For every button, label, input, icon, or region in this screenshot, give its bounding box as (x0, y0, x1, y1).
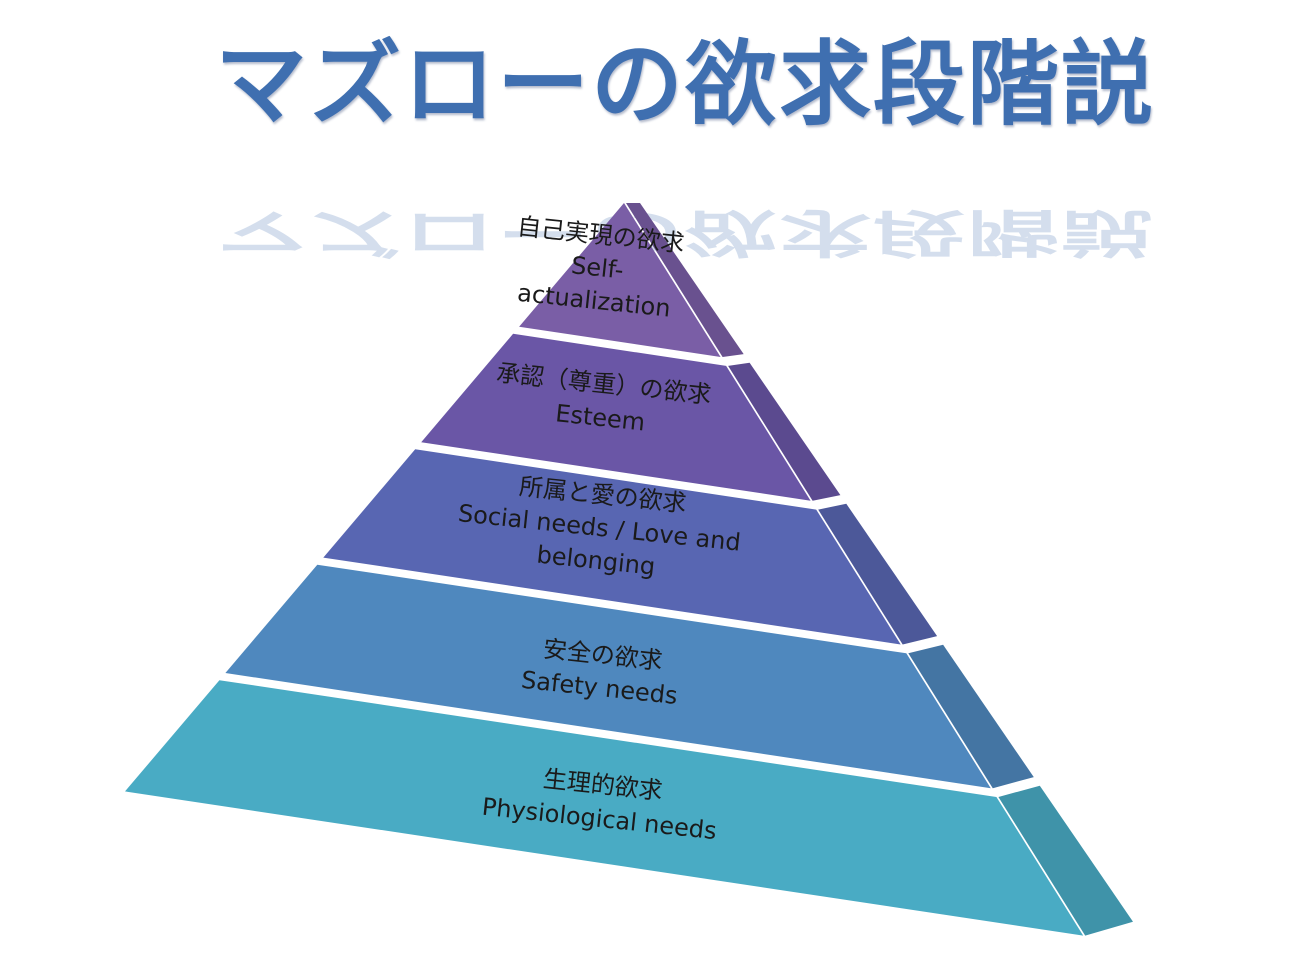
tier-label-line: Self- (570, 251, 625, 284)
pyramid-tier-esteem (421, 333, 811, 501)
pyramid-side-faces (626, 203, 1133, 936)
pyramid-tier-safety-needs (225, 564, 991, 789)
pyramid-side-social-needs (818, 503, 938, 645)
pyramid-side-physiological-needs (998, 785, 1133, 936)
pyramid-side-self-actualization (626, 203, 744, 357)
pyramid-side-safety-needs (908, 644, 1034, 789)
page-title: マズローの欲求段階説 (215, 31, 1156, 138)
pyramid-faces (125, 203, 1084, 936)
pyramid-tier-self-actualization (519, 203, 721, 357)
pyramid-side-esteem (728, 362, 841, 501)
pyramid-tier-physiological-needs (125, 680, 1084, 936)
pyramid-tier-social-needs (323, 449, 901, 645)
